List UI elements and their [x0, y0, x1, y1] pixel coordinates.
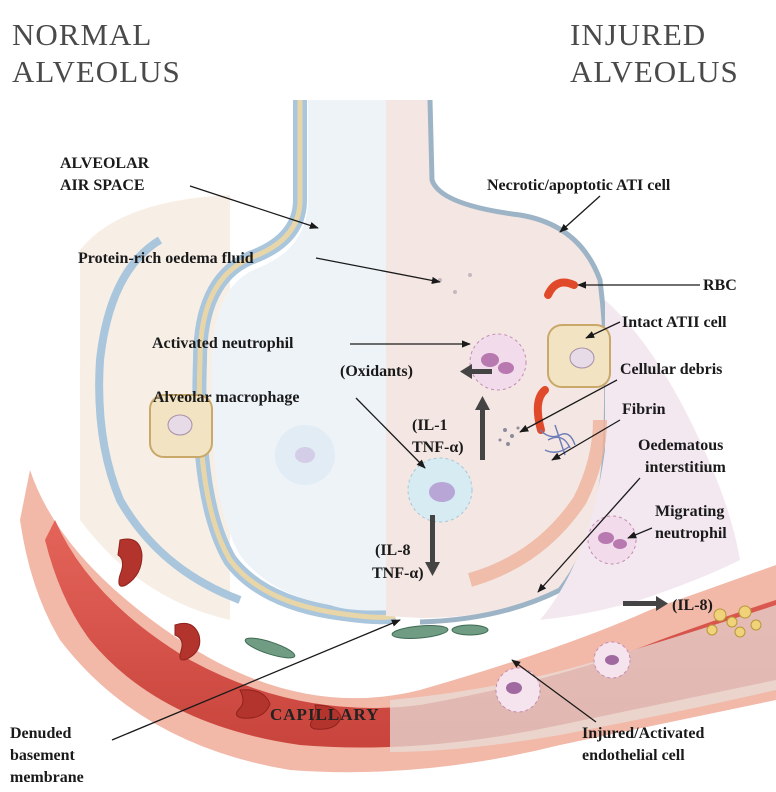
intact-atii-label: Intact ATII cell — [622, 314, 727, 331]
activated-neutrophil — [470, 334, 526, 390]
alveolar-air-space-label-1: ALVEOLAR — [60, 155, 150, 172]
oxidants-label: (Oxidants) — [340, 363, 413, 380]
injured-header-line1: INJURED — [570, 17, 706, 52]
capillary-label: CAPILLARY — [270, 705, 379, 724]
alveolar-macrophage-label: Alveolar macrophage — [153, 389, 300, 406]
migrating-neutrophil-label-1: Migrating — [655, 503, 724, 520]
intact-atii-cell — [548, 325, 610, 387]
faint-macrophage — [275, 425, 335, 485]
injured-endothelial-label-1: Injured/Activated — [582, 725, 704, 742]
il8-tnf-label-1: (IL-8 — [375, 542, 411, 559]
injured-header-line2: ALVEOLUS — [570, 54, 739, 89]
denuded-label-3: membrane — [10, 769, 84, 786]
alveolar-macrophage — [408, 458, 472, 522]
activated-neutrophil-label: Activated neutrophil — [152, 335, 294, 352]
migrating-neutrophil — [588, 516, 636, 564]
necrotic-cell-label: Necrotic/apoptotic ATI cell — [487, 177, 671, 194]
alveolar-air-space-label-2: AIR SPACE — [60, 177, 145, 194]
migrating-neutrophil-label-2: neutrophil — [655, 525, 727, 542]
il8-tnf-label-2: TNF-α) — [372, 565, 424, 582]
endothelial-cells — [243, 624, 488, 662]
oedematous-label-1: Oedematous — [638, 437, 723, 454]
oedematous-label-2: interstitium — [645, 459, 727, 476]
il1-tnf-label-1: (IL-1 — [412, 417, 448, 434]
oedema-fluid-label: Protein-rich oedema fluid — [78, 250, 254, 267]
il8-label: (IL-8) — [672, 597, 713, 614]
normal-header-line1: NORMAL — [12, 17, 152, 52]
injured-endothelial-label-2: endothelial cell — [582, 747, 685, 764]
denuded-label-1: Denuded — [10, 725, 71, 742]
necrotic-pointer — [560, 196, 600, 232]
normal-header-line2: ALVEOLUS — [12, 54, 181, 89]
rbc-label: RBC — [703, 277, 737, 294]
il1-tnf-label-2: TNF-α) — [412, 439, 464, 456]
denuded-label-2: basement — [10, 747, 76, 764]
cellular-debris-label: Cellular debris — [620, 361, 722, 378]
fibrin-label: Fibrin — [622, 401, 666, 418]
